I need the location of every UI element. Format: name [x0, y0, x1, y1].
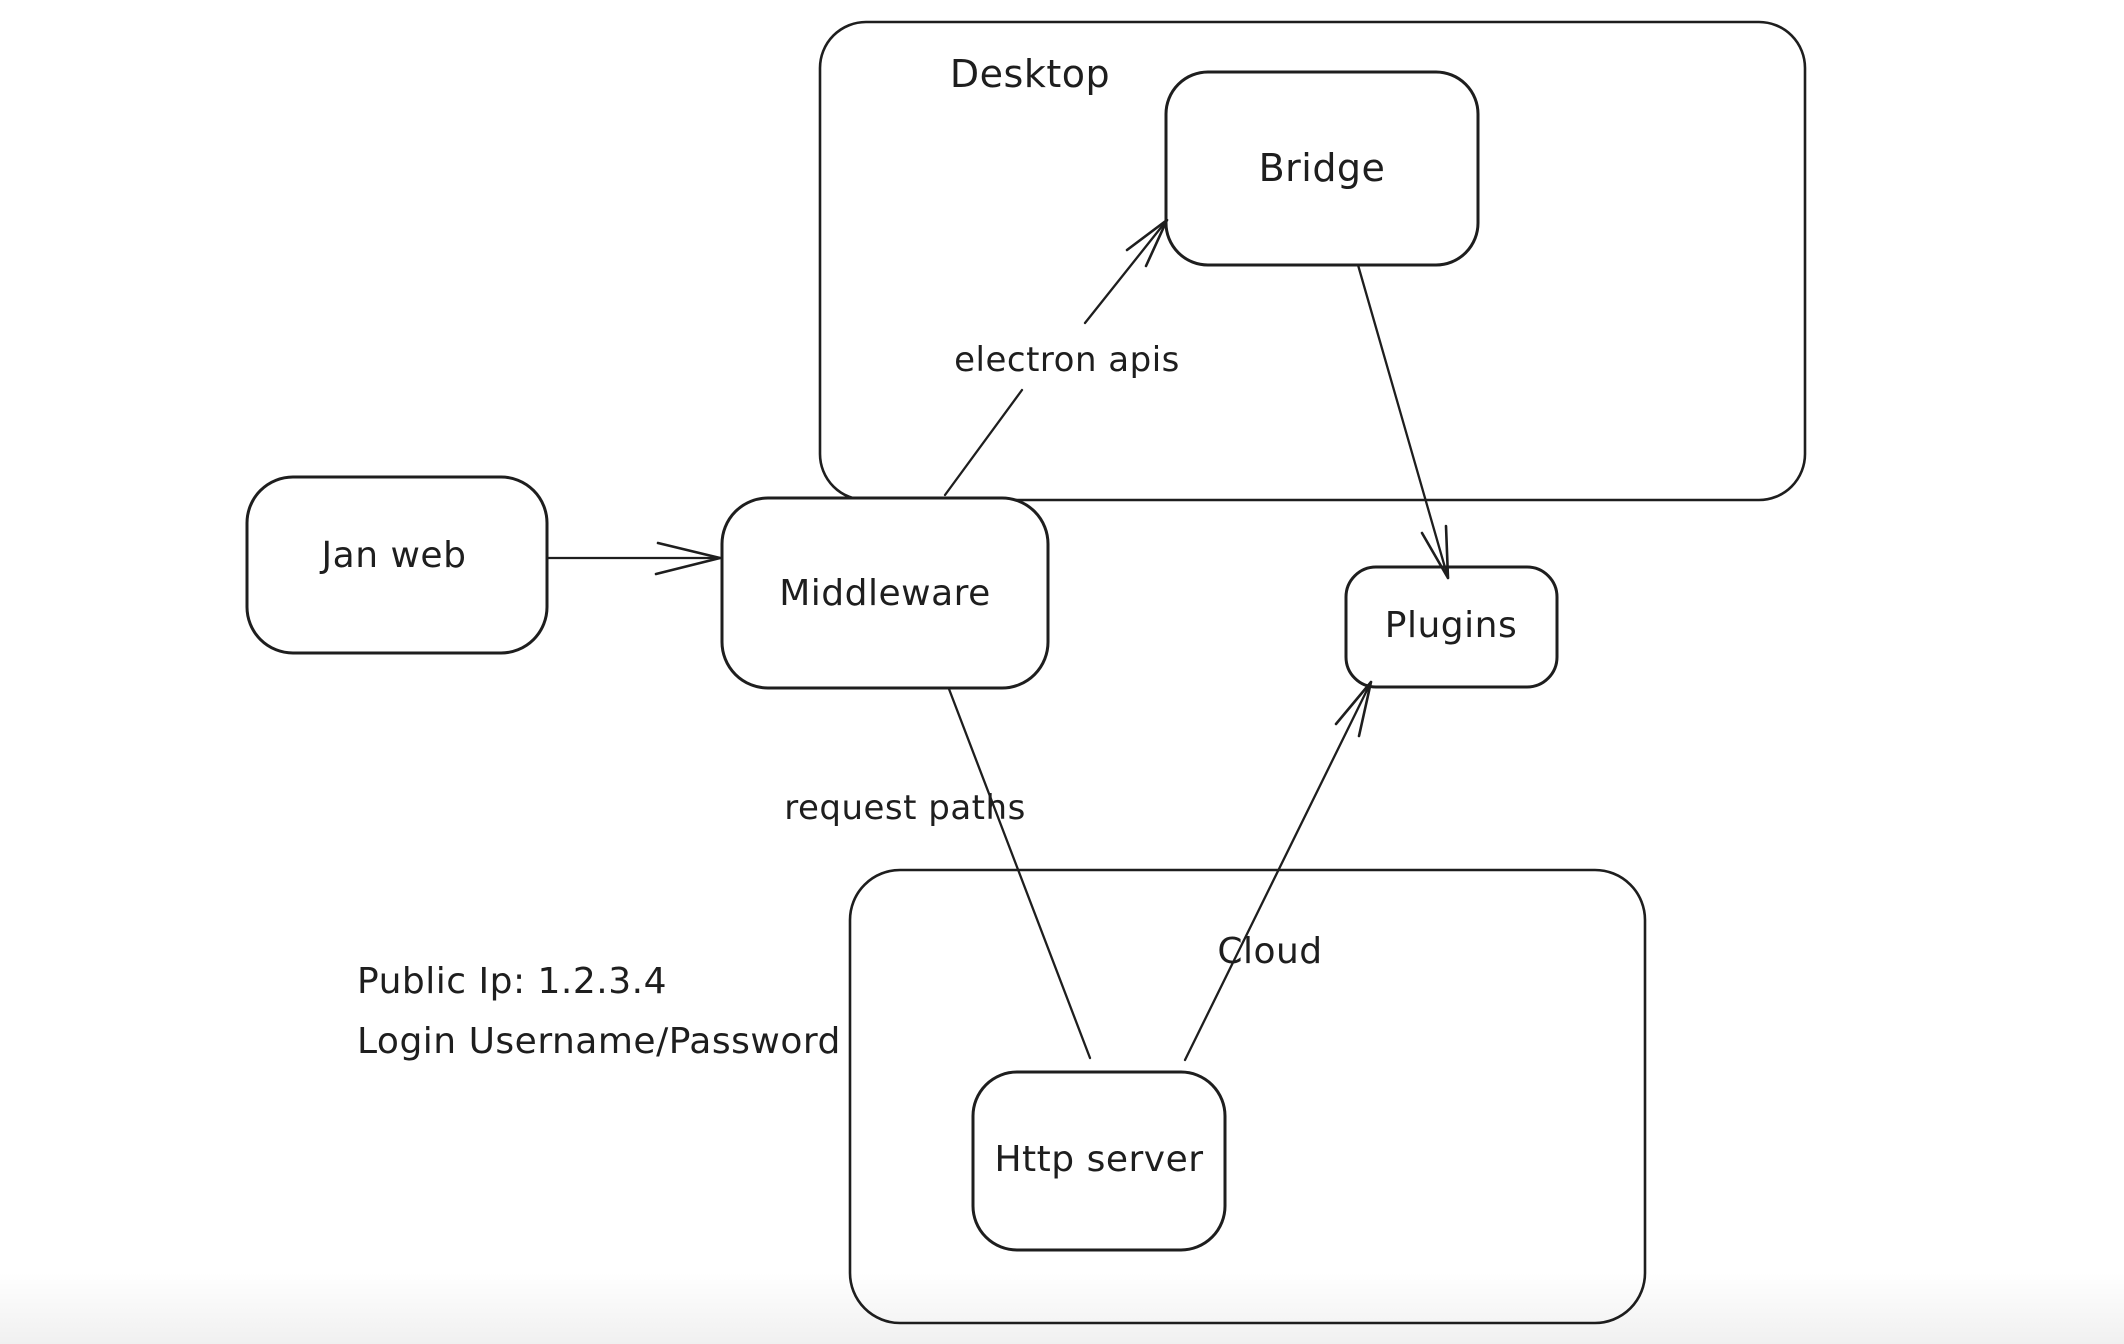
middleware-node-label[interactable]: Middleware [779, 573, 991, 614]
request-paths-edge-label[interactable]: request paths [784, 788, 1026, 828]
edge-middleware-to-bridge-lower[interactable] [943, 388, 1024, 497]
plugins-node-box[interactable] [1344, 565, 1559, 689]
jan-web-node-box[interactable] [245, 475, 549, 655]
cloud-container-label[interactable]: Cloud [1217, 931, 1323, 972]
edge-bridge-to-plugins[interactable] [1356, 263, 1450, 580]
desktop-container-label[interactable]: Desktop [949, 52, 1111, 96]
http-server-node-label[interactable]: Http server [994, 1139, 1204, 1180]
plugins-node-label[interactable]: Plugins [1384, 605, 1518, 646]
login-note-line: Login Username/Password [357, 1021, 841, 1062]
electron-apis-edge-label[interactable]: electron apis [954, 340, 1180, 380]
public-ip-login-note[interactable]: Public Ip: 1.2.3.4 Login Username/Passwo… [357, 952, 841, 1072]
arrowhead-bridge-to-plugins [1420, 524, 1450, 580]
arrowhead-middleware-to-bridge [1125, 218, 1169, 268]
edge-middleware-to-http-server[interactable] [947, 687, 1092, 1060]
bridge-node-box[interactable] [1164, 70, 1480, 267]
arrowhead-http-server-to-plugins [1334, 680, 1373, 738]
edge-http-server-to-plugins[interactable] [1183, 680, 1373, 1062]
middleware-node-box[interactable] [720, 496, 1050, 690]
jan-web-node-label[interactable]: Jan web [321, 535, 467, 576]
edge-middleware-to-bridge-upper[interactable] [1083, 218, 1169, 325]
http-server-node-box[interactable] [971, 1070, 1227, 1252]
public-ip-note-line: Public Ip: 1.2.3.4 [357, 961, 667, 1002]
arrowhead-jan-web-to-middleware [654, 541, 722, 576]
bridge-node-label[interactable]: Bridge [1258, 146, 1386, 190]
